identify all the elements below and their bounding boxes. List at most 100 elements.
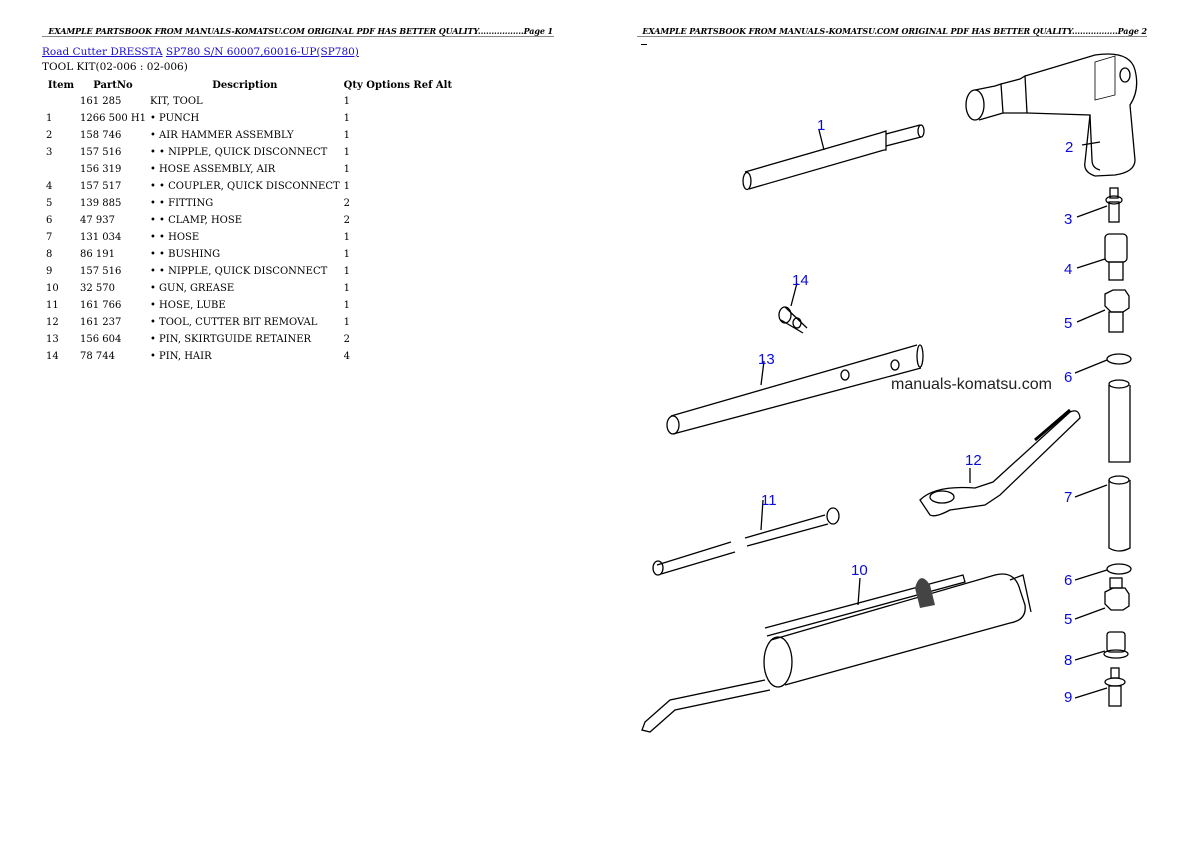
partno-cell: 47 937 xyxy=(80,215,115,226)
table-row: 2 158 746 • AIR HAMMER ASSEMBLY 1 xyxy=(44,127,454,144)
item-cell: 14 xyxy=(46,351,59,362)
callout-7: 7 xyxy=(1064,489,1072,506)
coupler-4-drawing xyxy=(1104,233,1128,281)
callout-1: 1 xyxy=(817,117,825,134)
item-cell: 4 xyxy=(46,181,53,192)
description-cell: • AIR HAMMER ASSEMBLY xyxy=(149,130,294,141)
page-header: EXAMPLE PARTSBOOK FROM MANUALS-KOMATSU.C… xyxy=(642,26,1147,36)
qty-cell: 1 xyxy=(343,164,351,175)
parts-list-page: EXAMPLE PARTSBOOK FROM MANUALS-KOMATSU.C… xyxy=(42,26,554,365)
hose-7-drawing xyxy=(1108,379,1131,552)
callout-8: 8 xyxy=(1064,652,1072,669)
partno-cell: 158 746 xyxy=(80,130,122,141)
item-cell: 6 xyxy=(46,215,53,226)
callout-6-top: 6 xyxy=(1064,369,1072,386)
header-divider xyxy=(42,36,554,37)
partno-cell: 157 517 xyxy=(80,181,122,192)
partno-cell: 139 885 xyxy=(80,198,122,209)
item-cell xyxy=(44,161,78,178)
partno-cell: 78 744 xyxy=(80,351,115,362)
callout-10: 10 xyxy=(851,562,868,579)
table-header-row: Item PartNo Description Qty Options Ref … xyxy=(44,77,454,93)
grease-gun-drawing xyxy=(641,573,1032,733)
fitting-3-drawing xyxy=(1105,187,1123,223)
breadcrumb: Road Cutter DRESSTA SP780 S/N 60007,6001… xyxy=(42,46,359,58)
col-header-item: Item xyxy=(47,79,75,91)
callout-6-bottom: 6 xyxy=(1064,572,1072,589)
cutter-bit-tool-drawing xyxy=(919,408,1081,517)
description-cell: • • NIPPLE, QUICK DISCONNECT xyxy=(149,266,328,277)
item-cell: 9 xyxy=(46,266,53,277)
group-title: TOOL KIT(02-006 : 02-006) xyxy=(42,61,188,73)
qty-cell: 1 xyxy=(343,147,351,158)
qty-cell: 1 xyxy=(343,266,351,277)
qty-cell: 2 xyxy=(343,198,351,209)
fitting-5-drawing xyxy=(1104,289,1130,333)
partno-cell: 157 516 xyxy=(80,266,122,277)
callout-5-bottom: 5 xyxy=(1064,611,1072,628)
description-cell: KIT, TOOL xyxy=(149,96,203,107)
callout-14: 14 xyxy=(792,272,809,289)
partno-cell: 156 604 xyxy=(80,334,122,345)
callout-4: 4 xyxy=(1064,261,1072,278)
breadcrumb-link-serial[interactable]: SP780 S/N 60007,60016-UP(SP780) xyxy=(165,46,359,58)
item-cell: 11 xyxy=(46,300,59,311)
description-cell: • GUN, GREASE xyxy=(149,283,235,294)
table-row: 3 157 516 • • NIPPLE, QUICK DISCONNECT 1 xyxy=(44,144,454,161)
item-cell: 1 xyxy=(46,113,53,124)
qty-cell: 1 xyxy=(343,130,351,141)
description-cell: • • FITTING xyxy=(149,198,214,209)
qty-cell: 1 xyxy=(343,96,351,107)
punch-drawing xyxy=(742,124,925,191)
col-header-description: Description xyxy=(212,79,278,91)
table-row: 9 157 516 • • NIPPLE, QUICK DISCONNECT 1 xyxy=(44,263,454,280)
item-cell: 13 xyxy=(46,334,59,345)
qty-cell: 4 xyxy=(343,351,351,362)
description-cell: • HOSE, LUBE xyxy=(149,300,226,311)
breadcrumb-link-model[interactable]: Road Cutter DRESSTA xyxy=(42,46,163,58)
callout-13: 13 xyxy=(758,351,775,368)
description-cell: • TOOL, CUTTER BIT REMOVAL xyxy=(149,317,318,328)
callout-5-top: 5 xyxy=(1064,315,1072,332)
callout-2: 2 xyxy=(1065,139,1073,156)
item-cell: 10 xyxy=(46,283,59,294)
qty-cell: 2 xyxy=(343,215,351,226)
parts-table: Item PartNo Description Qty Options Ref … xyxy=(44,77,454,365)
item-cell: 7 xyxy=(46,232,53,243)
partno-cell: 1266 500 H1 xyxy=(80,113,146,124)
callout-12: 12 xyxy=(965,452,982,469)
item-cell: 12 xyxy=(46,317,59,328)
item-cell xyxy=(44,93,78,110)
lube-hose-drawing xyxy=(652,507,840,576)
callout-11: 11 xyxy=(761,492,777,509)
description-cell: • PIN, HAIR xyxy=(149,351,212,362)
skirtguide-pin-drawing xyxy=(666,344,924,435)
col-header-qty-options: Qty Options Ref Alt xyxy=(343,79,453,91)
description-cell: • • NIPPLE, QUICK DISCONNECT xyxy=(149,147,328,158)
table-row: 5 139 885 • • FITTING 2 xyxy=(44,195,454,212)
item-cell: 5 xyxy=(46,198,53,209)
exploded-parts-diagram: 1 2 3 4 5 6 7 6 5 8 9 10 11 12 13 14 man… xyxy=(641,53,1138,733)
diagram-page: EXAMPLE PARTSBOOK FROM MANUALS-KOMATSU.C… xyxy=(595,0,1190,842)
partno-cell: 157 516 xyxy=(80,147,122,158)
partno-cell: 161 766 xyxy=(80,300,122,311)
description-cell: • • COUPLER, QUICK DISCONNECT xyxy=(149,181,340,192)
qty-cell: 1 xyxy=(343,113,351,124)
partno-cell: 161 237 xyxy=(80,317,122,328)
col-header-partno: PartNo xyxy=(93,79,133,91)
table-row: 14 78 744 • PIN, HAIR 4 xyxy=(44,348,454,365)
item-cell: 8 xyxy=(46,249,53,260)
qty-cell: 1 xyxy=(343,181,351,192)
item-cell: 2 xyxy=(46,130,53,141)
item-cell: 3 xyxy=(46,147,53,158)
description-cell: • PIN, SKIRTGUIDE RETAINER xyxy=(149,334,312,345)
